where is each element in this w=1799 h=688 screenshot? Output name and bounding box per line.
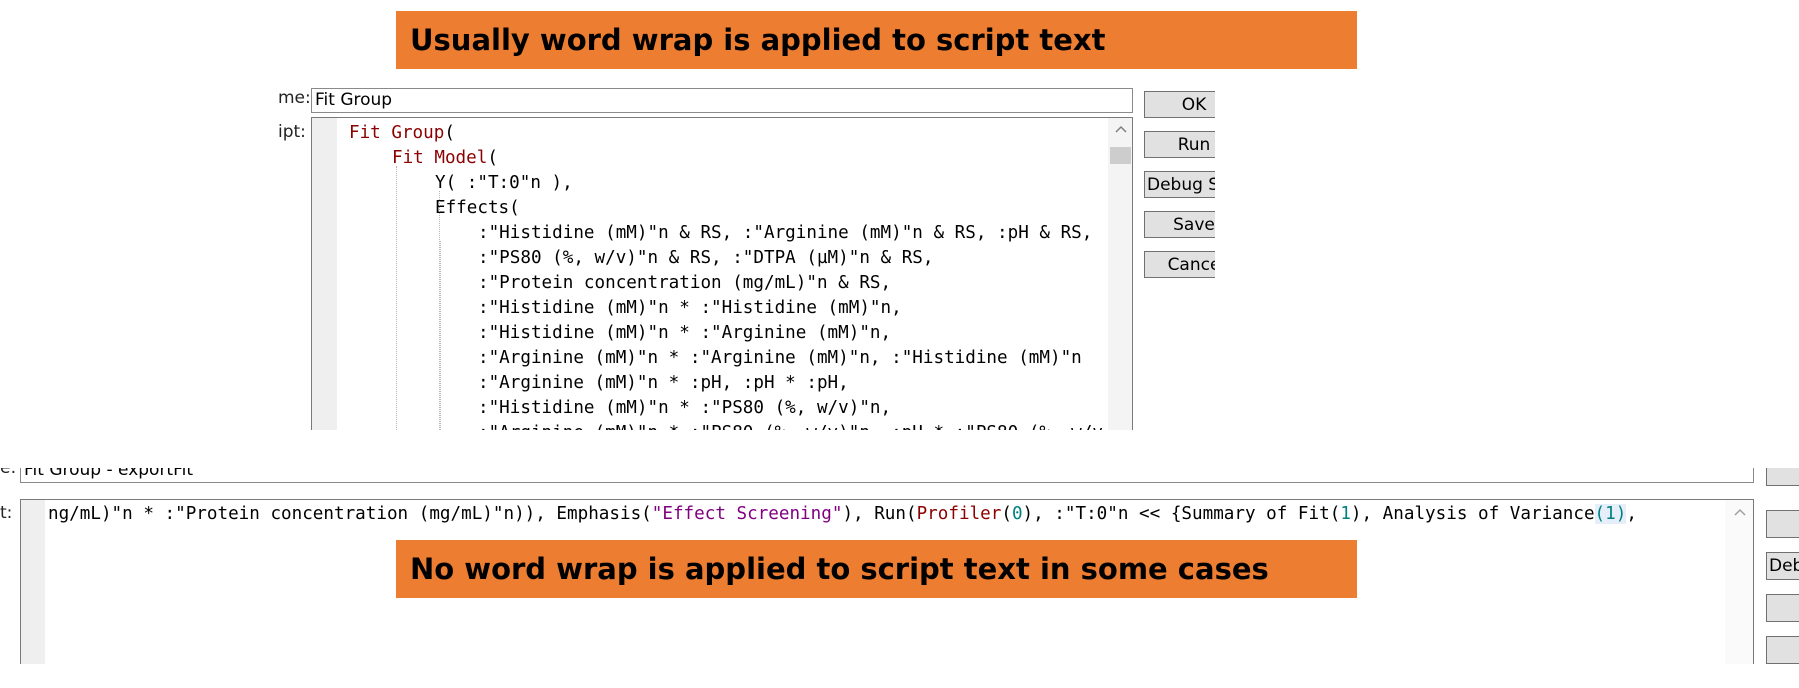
ok-button[interactable]	[1766, 468, 1799, 486]
script-line: ng/mL)"n * :"Protein concentration (mg/m…	[48, 502, 1637, 527]
code-token: Profiler	[916, 504, 1002, 524]
cancel-button[interactable]	[1766, 636, 1799, 664]
code-token: ng/mL)"n * :"Protein concentration (mg/m…	[48, 504, 652, 524]
name-field[interactable]: Fit Group - exportFit	[20, 468, 1754, 483]
code-token: (	[444, 123, 455, 143]
code-token: Effects(	[435, 198, 520, 218]
bottom-caption-banner: No word wrap is applied to script text i…	[396, 540, 1357, 598]
indent-guide	[396, 166, 397, 430]
name-label: me:	[278, 88, 311, 108]
code-token: ), Run(	[842, 504, 917, 524]
code-token: ,	[1626, 504, 1637, 524]
script-line: :"Histidine (mM)"n * :"Arginine (mM)"n,	[478, 321, 891, 346]
scroll-up-arrow-icon[interactable]	[1114, 124, 1127, 136]
code-token: :"Protein concentration (mg/mL)"n & RS,	[478, 273, 892, 293]
editor-gutter	[312, 118, 337, 430]
code-token: Y( :"T:0"n ),	[435, 173, 573, 193]
script-editor[interactable]: Fit Group(Fit Model(Y( :"T:0"n ),Effects…	[311, 117, 1133, 430]
script-line: :"Arginine (mM)"n * :"PS80 (%, w/v)"n, :…	[478, 421, 1103, 430]
code-token: 0	[1011, 504, 1023, 524]
ok-button[interactable]: OK	[1144, 91, 1215, 118]
script-line: :"Arginine (mM)"n * :pH, :pH * :pH,	[478, 371, 849, 396]
script-label: t:	[0, 503, 13, 523]
code-token: (	[487, 148, 498, 168]
code-token: ), :"T:0"n << {Summary of Fit(	[1022, 504, 1341, 524]
name-label: e:	[0, 468, 17, 478]
script-line: Effects(	[435, 196, 520, 221]
code-token: 1	[1340, 504, 1351, 524]
name-field[interactable]: Fit Group	[311, 88, 1133, 113]
script-line: Y( :"T:0"n ),	[435, 171, 573, 196]
code-token: :"Histidine (mM)"n * :"Histidine (mM)"n,	[478, 298, 902, 318]
top-caption-banner: Usually word wrap is applied to script t…	[396, 11, 1357, 69]
code-token: Fit Model	[392, 148, 488, 168]
code-token: "Effect Screening"	[651, 504, 843, 524]
script-line: Fit Group(	[349, 121, 455, 146]
code-token: :"Histidine (mM)"n * :"Arginine (mM)"n,	[478, 323, 892, 343]
top-script-dialog: me: Fit Group ipt: Fit Group(Fit Model(Y…	[278, 88, 1215, 430]
code-token: :"Histidine (mM)"n * :"PS80 (%, w/v)"n,	[478, 398, 892, 418]
script-line: :"Histidine (mM)"n * :"PS80 (%, w/v)"n,	[478, 396, 891, 421]
indent-guide	[439, 191, 440, 430]
run-button[interactable]: Run	[1144, 131, 1215, 158]
script-line: :"Histidine (mM)"n * :"Histidine (mM)"n,	[478, 296, 902, 321]
code-token: (	[1001, 504, 1012, 524]
scroll-up-arrow-icon[interactable]	[1734, 507, 1746, 519]
debug-script-button[interactable]: Debug S	[1144, 171, 1215, 198]
code-token: :"Arginine (mM)"n * :"PS80 (%, w/v)"n, :…	[478, 423, 1103, 430]
script-text-area[interactable]: ng/mL)"n * :"Protein concentration (mg/m…	[45, 500, 1745, 664]
script-line: :"Histidine (mM)"n & RS, :"Arginine (mM)…	[478, 221, 1092, 246]
script-line: :"Arginine (mM)"n * :"Arginine (mM)"n, :…	[478, 346, 1082, 371]
run-button[interactable]	[1766, 510, 1799, 538]
code-token: :"PS80 (%, w/v)"n & RS, :"DTPA (µM)"n & …	[478, 248, 934, 268]
editor-gutter	[21, 500, 45, 664]
script-line: :"PS80 (%, w/v)"n & RS, :"DTPA (µM)"n & …	[478, 246, 933, 271]
code-token: (1)	[1594, 504, 1627, 524]
debug-script-button[interactable]: Deb	[1766, 552, 1799, 580]
code-token: Fit Group	[349, 123, 445, 143]
script-text-area[interactable]: Fit Group(Fit Model(Y( :"T:0"n ),Effects…	[337, 118, 1108, 430]
save-button[interactable]	[1766, 594, 1799, 622]
code-token: ), Analysis of Variance	[1350, 504, 1595, 524]
script-line: Fit Model(	[392, 146, 498, 171]
code-token: :"Arginine (mM)"n * :"Arginine (mM)"n, :…	[478, 348, 1082, 368]
scrollbar-thumb[interactable]	[1110, 147, 1131, 164]
indent-guide	[440, 241, 441, 430]
script-line: :"Protein concentration (mg/mL)"n & RS,	[478, 271, 891, 296]
script-label: ipt:	[278, 122, 306, 142]
vertical-scrollbar[interactable]	[1725, 500, 1753, 664]
vertical-scrollbar[interactable]	[1108, 118, 1132, 430]
code-token: :"Arginine (mM)"n * :pH, :pH * :pH,	[478, 373, 849, 393]
code-token: :"Histidine (mM)"n & RS, :"Arginine (mM)…	[478, 223, 1093, 243]
save-button[interactable]: Save	[1144, 211, 1215, 238]
